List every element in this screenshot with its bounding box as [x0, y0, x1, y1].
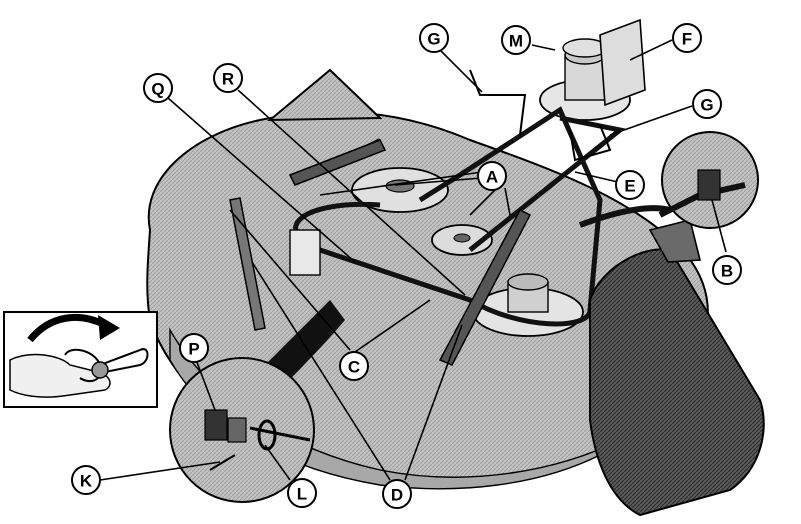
callout-l: L — [287, 478, 317, 508]
deck-fin — [267, 68, 383, 122]
rotate-arrow-icon — [27, 313, 107, 343]
detail-b-inset — [578, 131, 759, 229]
callout-g-upper-label: G — [427, 30, 440, 49]
belt-guide-g-lower — [569, 124, 612, 162]
leader-lines — [99, 39, 727, 481]
callout-f-label: F — [682, 30, 692, 49]
callout-r: R — [213, 63, 243, 93]
discharge-chute — [589, 219, 765, 517]
callout-k: K — [71, 465, 101, 495]
callout-g-lower: G — [692, 89, 722, 119]
callout-g-lower-label: G — [700, 96, 713, 115]
detail-plk-inset — [169, 300, 345, 503]
callout-c: C — [339, 351, 369, 381]
callout-e: E — [615, 170, 645, 200]
callout-p: P — [179, 333, 209, 363]
callout-b: B — [712, 255, 742, 285]
callout-p-label: P — [188, 340, 199, 359]
belt-guides — [469, 69, 612, 162]
left-idler-arm — [288, 139, 387, 186]
callout-d-label: D — [391, 486, 403, 505]
belt-keeper-block — [289, 229, 321, 276]
belt-guide-g-upper — [469, 69, 527, 136]
hand-icon — [9, 353, 111, 398]
callout-q-label: Q — [151, 80, 164, 99]
hand-inset — [3, 311, 158, 408]
callout-k-label: K — [80, 472, 93, 491]
callout-d: D — [382, 479, 412, 509]
callout-g-upper: G — [419, 23, 449, 53]
callout-e-label: E — [624, 177, 635, 196]
callout-m-label: M — [509, 32, 523, 51]
callout-b-label: B — [721, 262, 733, 281]
callout-m: M — [501, 25, 531, 55]
callout-a-label: A — [486, 168, 498, 187]
callout-f: F — [672, 23, 702, 53]
callout-l-label: L — [297, 485, 307, 504]
engine-bracket — [599, 18, 646, 107]
callout-r-label: R — [222, 70, 234, 89]
callout-c-label: C — [348, 358, 360, 377]
callout-a: A — [477, 161, 507, 191]
callout-q: Q — [143, 73, 173, 103]
deck-rod — [229, 197, 266, 331]
